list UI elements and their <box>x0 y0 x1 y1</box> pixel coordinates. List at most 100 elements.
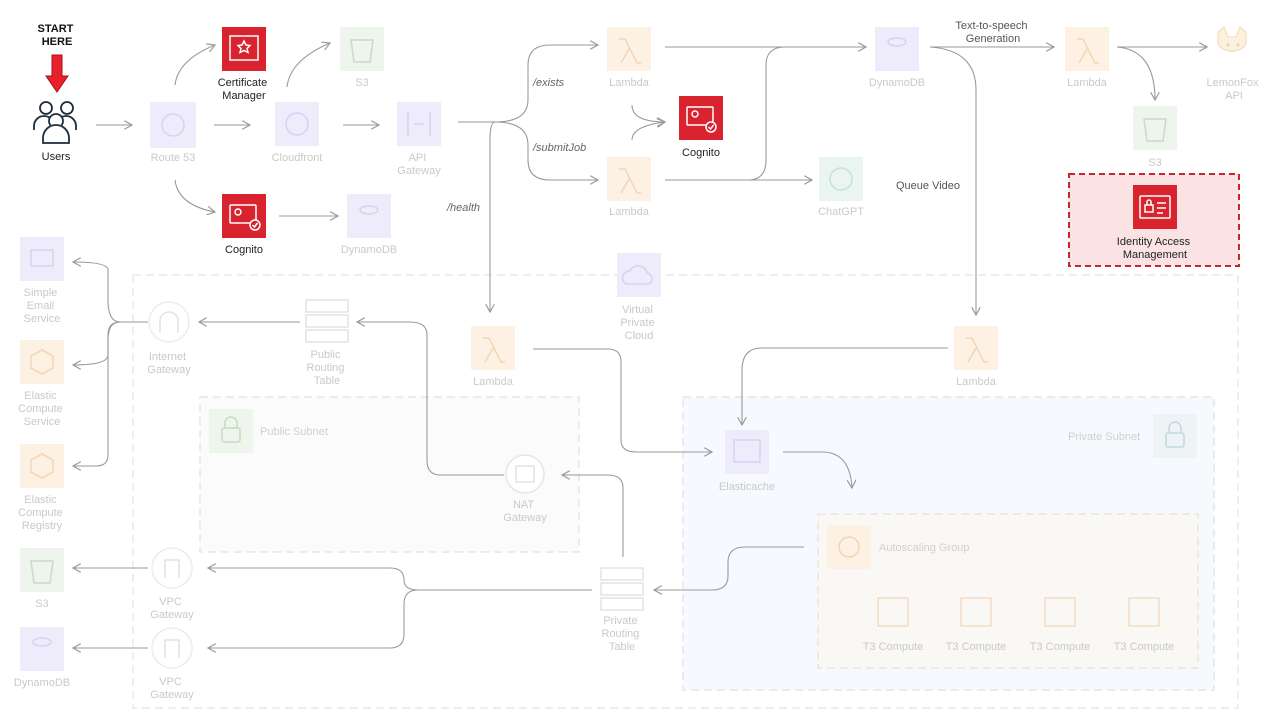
cloud-icon <box>621 265 653 285</box>
svg-text:VPC Gateway: VPC Gateway <box>150 596 194 621</box>
chip-icon <box>877 597 909 627</box>
public-subnet-label: Public Subnet <box>260 426 328 438</box>
svg-text:DynamoDB: DynamoDB <box>869 77 925 89</box>
lock-icon <box>1165 421 1185 448</box>
svg-text:T3 Compute: T3 Compute <box>863 641 924 653</box>
t3-compute-2-node: T3 Compute <box>946 597 1007 653</box>
route53-node: Route 53 <box>150 102 196 164</box>
routing-table-icon <box>305 299 349 343</box>
svg-text:Lambda: Lambda <box>609 206 650 218</box>
ecr-node: Elastic Compute Registry <box>18 444 66 532</box>
private-routing-table-node: Private Routing Table <box>600 567 644 653</box>
svg-text:S3: S3 <box>35 598 48 610</box>
cloudfront-icon <box>285 112 309 136</box>
email-icon <box>30 249 54 267</box>
edge-label-queue-video: Queue Video <box>896 180 960 192</box>
svg-text:DynamoDB: DynamoDB <box>341 244 397 256</box>
svg-text:Cloudfront: Cloudfront <box>272 152 323 164</box>
s3-bottom-node: S3 <box>20 548 64 610</box>
api-gateway-icon <box>407 112 431 136</box>
svg-text:Cognito: Cognito <box>682 147 720 159</box>
lemonfox-node: LemonFox API <box>1206 26 1261 102</box>
svg-text:Identity Access Manageme: Identity Access Management <box>1117 236 1193 261</box>
svg-text:T3 Compute: T3 Compute <box>1114 641 1175 653</box>
container-icon <box>30 349 54 375</box>
vpc-node: Virtual Private Cloud <box>617 253 661 342</box>
nat-gateway-node: NAT Gateway <box>503 454 547 524</box>
bucket-icon <box>1143 118 1167 142</box>
dynamodb-top-node: DynamoDB <box>341 194 397 256</box>
svg-text:Cognito: Cognito <box>225 244 263 256</box>
private-subnet-label: Private Subnet <box>1068 431 1140 443</box>
svg-text:Internet Gateway: Internet Gateway <box>147 351 191 376</box>
svg-text:Certificate Manager: Certificate Manager <box>218 77 271 102</box>
cognito-icon <box>686 106 717 133</box>
svg-text:T3 Compute: T3 Compute <box>946 641 1007 653</box>
chip-icon <box>960 597 992 627</box>
gateway-icon <box>148 301 190 343</box>
cache-icon <box>733 439 761 463</box>
cognito-left-node: Cognito <box>222 194 266 256</box>
bucket-icon <box>350 39 374 63</box>
svg-text:S3: S3 <box>1148 157 1161 169</box>
database-icon <box>887 37 907 47</box>
svg-text:LemonFox API: LemonFox API <box>1206 77 1261 102</box>
edge-label-tts: Text-to-speech Generation <box>955 20 1030 45</box>
vpc-gateway-2-node: VPC Gateway <box>150 627 194 701</box>
edge-label-submit-job: /submitJob <box>532 142 586 154</box>
svg-text:Lambda: Lambda <box>1067 77 1108 89</box>
svg-text:Autoscaling Group: Autoscaling Group <box>879 542 970 554</box>
lambda-icon <box>483 337 505 363</box>
svg-text:ChatGPT: ChatGPT <box>818 206 864 218</box>
lambda-health-node: Lambda <box>471 326 515 388</box>
svg-text:Simple Email Servi: Simple Email Service <box>24 287 61 325</box>
svg-text:Lambda: Lambda <box>609 77 650 89</box>
svg-text:Public Routing Tab: Public Routing Table <box>307 349 348 387</box>
elasticache-node: Elasticache <box>719 430 775 493</box>
svg-text:Route 53: Route 53 <box>151 152 196 164</box>
routing-table-icon <box>600 567 644 611</box>
svg-text:Lambda: Lambda <box>956 376 997 388</box>
t3-compute-1-node: T3 Compute <box>863 597 924 653</box>
ses-node: Simple Email Service <box>20 237 64 325</box>
svg-text:VPC Gateway: VPC Gateway <box>150 676 194 701</box>
certificate-icon <box>229 35 259 61</box>
cloudfront-node: Cloudfront <box>272 102 323 164</box>
route53-icon <box>161 113 185 137</box>
svg-text:Virtual Private Cl: Virtual Private Cloud <box>620 304 657 342</box>
dynamodb-bottom-node: DynamoDB <box>14 627 70 689</box>
edge-label-health: /health <box>446 202 480 214</box>
chatgpt-node: ChatGPT <box>818 157 864 218</box>
vpc-gateway-1-node: VPC Gateway <box>150 547 194 621</box>
cognito-mid-node: Cognito <box>679 96 723 159</box>
svg-text:NAT Gateway: NAT Gateway <box>503 499 547 524</box>
svg-text:DynamoDB: DynamoDB <box>14 677 70 689</box>
registry-icon <box>30 453 54 479</box>
cognito-icon <box>229 204 261 231</box>
iam-node: Identity Access Management <box>1068 173 1240 267</box>
internet-gateway-node: Internet Gateway <box>147 301 191 376</box>
gateway-icon <box>151 547 193 589</box>
gateway-icon <box>151 627 193 669</box>
dynamodb-main-node: DynamoDB <box>869 27 925 89</box>
t3-compute-4-node: T3 Compute <box>1114 597 1175 653</box>
t3-compute-3-node: T3 Compute <box>1030 597 1090 653</box>
identity-access-icon <box>1139 195 1171 219</box>
lambda-tts-node: Lambda <box>1065 27 1109 89</box>
lambda-icon <box>619 38 641 64</box>
lambda-icon <box>966 337 988 363</box>
svg-text:Elastic Compute Re: Elastic Compute Registry <box>18 494 66 532</box>
nat-gateway-icon <box>505 454 545 494</box>
chatgpt-icon <box>829 167 853 191</box>
api-gateway-node: API Gateway <box>397 102 441 177</box>
lambda-exists-node: Lambda <box>607 27 651 89</box>
users-label: Users <box>42 151 71 163</box>
svg-text:Lambda: Lambda <box>473 376 514 388</box>
down-arrow-icon <box>45 54 69 93</box>
vpc-group <box>132 274 1239 709</box>
svg-text:API Gateway: API Gateway <box>397 152 441 177</box>
chip-icon <box>1044 597 1076 627</box>
svg-text:Elastic Compute Se: Elastic Compute Service <box>18 390 66 428</box>
s3-right-node: S3 <box>1133 106 1177 169</box>
